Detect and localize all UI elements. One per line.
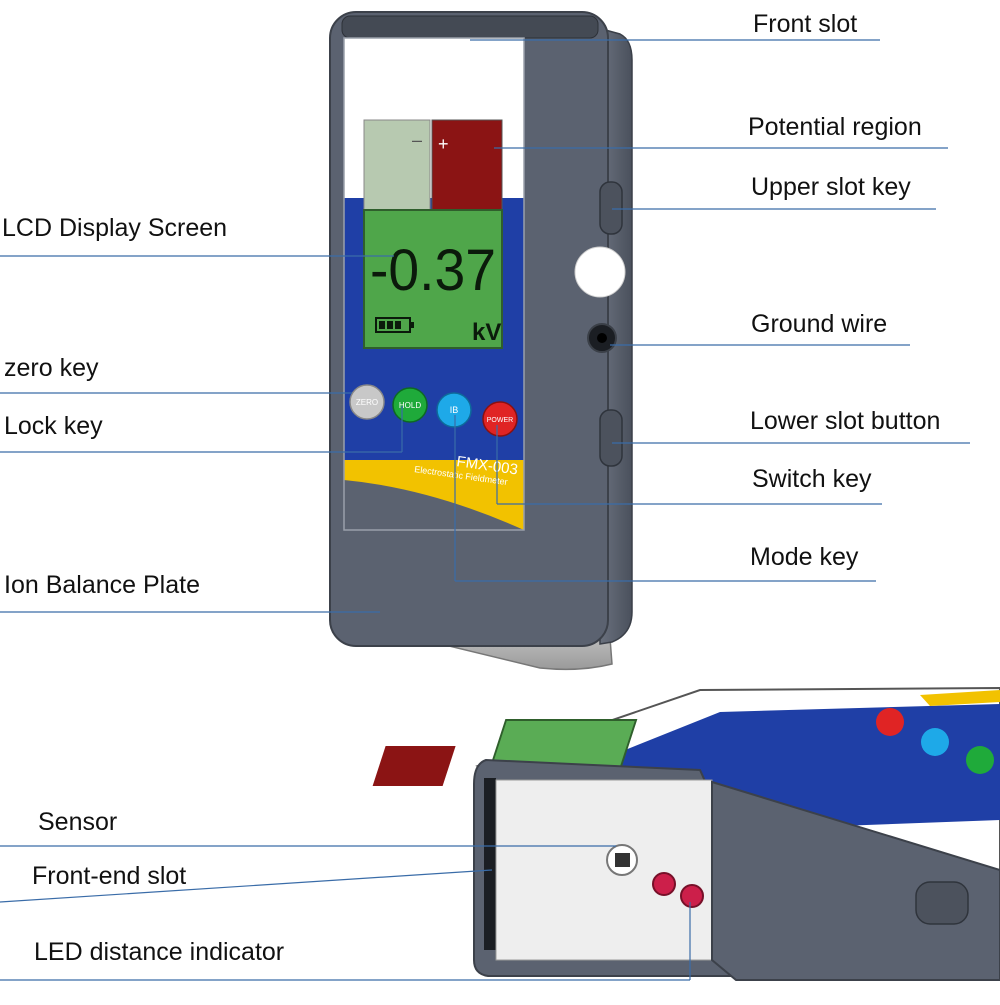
front-slot [341, 15, 599, 39]
face-panel-yellow [344, 460, 524, 530]
label-potential-region: Potential region [748, 113, 922, 141]
upper-slot-key[interactable] [599, 181, 623, 235]
lower-slot-button[interactable] [599, 409, 623, 467]
leader-front-end-slot [0, 869, 493, 903]
ground-wire-port-core [597, 333, 607, 343]
label-sensor: Sensor [38, 808, 118, 836]
svg-text:IB: IB [450, 405, 459, 415]
potential-minus-sign: – [412, 130, 422, 150]
label-ion-balance-plate: Ion Balance Plate [4, 571, 200, 599]
bottom-device [372, 686, 1000, 981]
ib-key[interactable]: IB [436, 392, 472, 428]
label-lock-key: Lock key [4, 412, 103, 440]
label-lcd-display-screen: LCD Display Screen [2, 214, 228, 242]
bottom-front-plate [495, 779, 713, 961]
label-front-slot: Front slot [753, 10, 858, 38]
svg-text:HOLD: HOLD [399, 401, 421, 410]
label-ground-wire: Ground wire [751, 310, 888, 338]
label-switch-key: Switch key [752, 465, 872, 493]
bottom-power-key [876, 708, 904, 736]
front-end-slot [484, 778, 496, 950]
label-zero-key: zero key [4, 354, 99, 382]
face-panel-frame [343, 37, 525, 531]
leader-lines [0, 39, 970, 981]
top-device: – + -0.37 kV ZERO HOLD IB POWER [329, 11, 633, 671]
zero-key[interactable]: ZERO [349, 384, 385, 420]
label-mode-key: Mode key [750, 543, 859, 571]
power-key[interactable]: POWER [482, 401, 518, 437]
label-upper-slot-key: Upper slot key [751, 173, 911, 201]
label-lower-slot-button: Lower slot button [750, 407, 941, 435]
bottom-ib-key [921, 728, 949, 756]
bottom-device-side [711, 780, 1000, 981]
battery-icon [375, 317, 414, 333]
sensor-window [615, 853, 630, 867]
potential-negative [363, 119, 431, 211]
bottom-slot-button [915, 881, 969, 925]
label-led-distance-indicator: LED distance indicator [34, 938, 285, 966]
potential-positive-red [431, 119, 503, 211]
lcd-reading: -0.37 [370, 238, 496, 303]
led-indicator-1 [652, 872, 676, 896]
lcd-unit: kV [472, 319, 501, 346]
svg-text:ZERO: ZERO [356, 398, 378, 407]
label-front-end-slot: Front-end slot [32, 862, 187, 890]
svg-text:POWER: POWER [487, 417, 513, 424]
white-indicator [574, 246, 626, 298]
bottom-yellow-stripe [920, 690, 1000, 706]
hold-key[interactable]: HOLD [392, 387, 428, 423]
led-indicator-2 [680, 884, 704, 908]
potential-plus-sign: + [438, 134, 449, 154]
bottom-potential-red [372, 746, 456, 786]
bottom-hold-key [966, 746, 994, 774]
